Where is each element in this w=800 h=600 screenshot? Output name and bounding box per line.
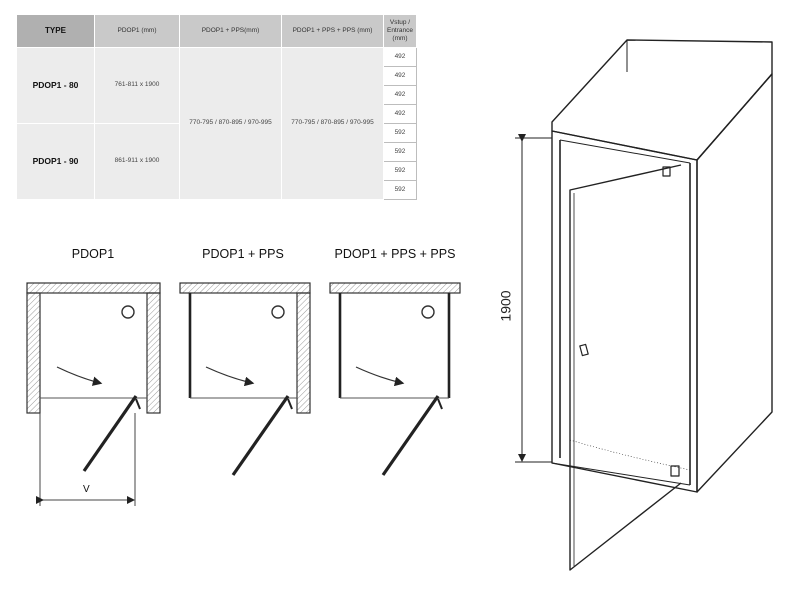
table-row: PDOP1 - 90 861-911 x 1900 592 (16, 123, 417, 200)
enclosure-top (551, 39, 773, 161)
entrance-cell: 492 (383, 85, 417, 105)
shower-enclosure-3d (515, 39, 773, 571)
back-wall (329, 282, 461, 294)
floor-line (569, 439, 691, 471)
height-label: 1900 (497, 290, 514, 322)
pdop1-size-cell: 861-911 x 1900 (94, 123, 180, 200)
type-cell: PDOP1 - 90 (16, 123, 95, 200)
pps-size-cell: 770-795 / 870-895 / 970-995 (179, 47, 282, 200)
width-label: V (83, 484, 90, 495)
right-wall (146, 292, 161, 414)
entrance-cell: 492 (383, 104, 417, 124)
plan-title-pdop1: PDOP1 (71, 247, 115, 261)
frame-top-inner (559, 139, 691, 164)
door-panel (82, 395, 138, 472)
header-type: TYPE (16, 14, 95, 48)
bottom-hinge (670, 465, 680, 477)
header-pdop1-pps-pps: PDOP1 + PPS + PPS (mm) (281, 14, 384, 48)
drain-icon (421, 305, 435, 319)
type-cell: PDOP1 - 80 (16, 47, 95, 124)
entrance-cell: 592 (383, 180, 417, 200)
table-row: PDOP1 - 80 761-811 x 1900 770-795 / 870-… (16, 47, 417, 200)
door-panel (381, 395, 440, 476)
table-row: 592 (17, 161, 417, 181)
drain-icon (271, 305, 285, 319)
door-leaf-3d (569, 164, 682, 571)
top-hinge (662, 166, 671, 177)
right-wall (296, 292, 311, 414)
plan-pdop1-drawing (26, 282, 161, 506)
right-wall-3d (696, 73, 773, 493)
table-row: 492 (17, 85, 417, 105)
swing-arrow (355, 366, 405, 387)
plan-title-pdop1-pps-pps: PDOP1 + PPS + PPS (334, 247, 456, 261)
drain-icon (121, 305, 135, 319)
left-wall (26, 292, 41, 414)
hinge (287, 398, 293, 410)
table-row: 592 (17, 180, 417, 200)
front-frame (551, 130, 698, 493)
header-entrance: Vstup / Entrance (mm) (383, 14, 417, 48)
table-row: 492 (17, 104, 417, 124)
hinge (135, 398, 141, 410)
plan-pdop1-pps-pps-drawing (329, 282, 461, 476)
pps2-size-cell: 770-795 / 870-895 / 970-995 (281, 47, 384, 200)
handle-icon (579, 343, 589, 357)
door-panel (231, 395, 290, 476)
hinge (437, 398, 443, 410)
swing-arrow (205, 366, 255, 387)
swing-arrow (56, 366, 103, 386)
spec-table: TYPE PDOP1 (mm) PDOP1 + PPS(mm) PDOP1 + … (16, 14, 417, 200)
entrance-cell: 592 (383, 123, 417, 143)
plan-title-pdop1-pps: PDOP1 + PPS (202, 247, 284, 261)
back-wall (26, 282, 161, 294)
back-wall (179, 282, 311, 294)
entrance-cell: 592 (383, 161, 417, 181)
threshold (551, 462, 691, 486)
header-pdop1-pps: PDOP1 + PPS(mm) (179, 14, 282, 48)
plan-pdop1-pps-drawing (179, 282, 311, 476)
